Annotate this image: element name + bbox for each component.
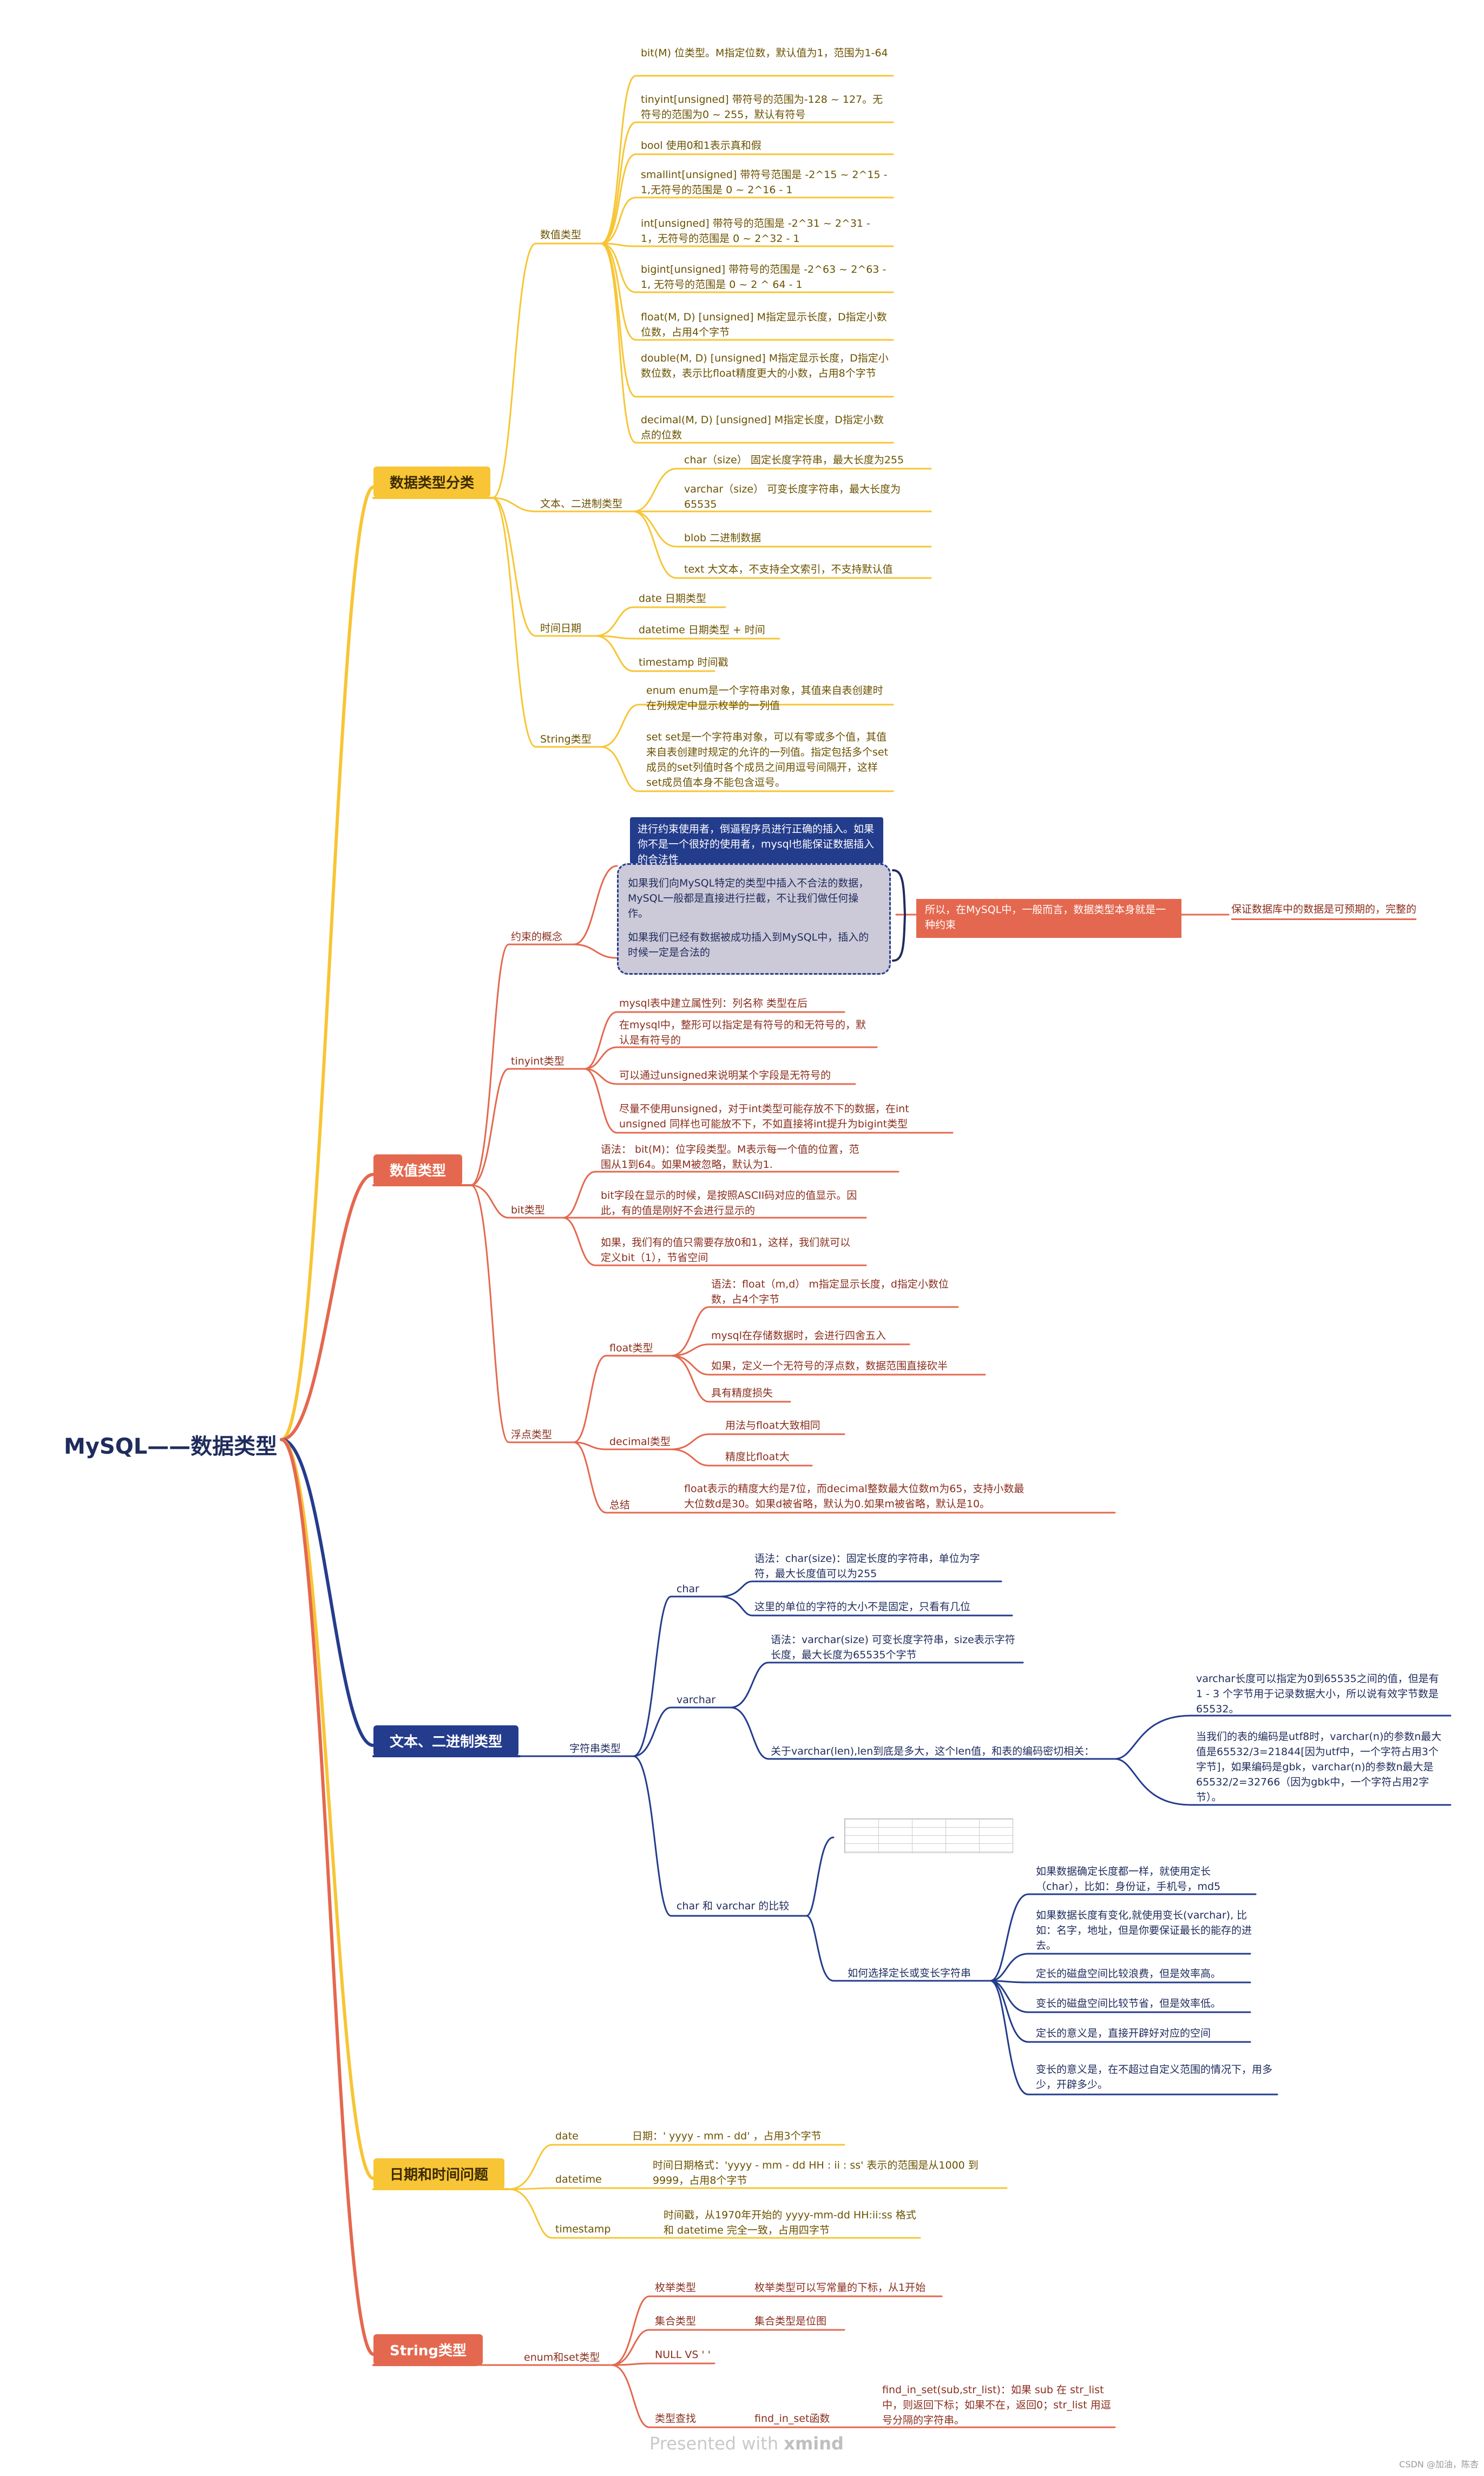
branch-compare[interactable]: char 和 varchar 的比较 [677,1900,790,1912]
branch-constraint[interactable]: 约束的概念 [511,931,563,943]
leaf-double[interactable]: double(M, D) [unsigned] M指定显示长度，D指定小数位数，… [641,352,889,379]
leaf-char[interactable]: char（size） 固定长度字符串，最大长度为255 [684,454,904,466]
find-fn[interactable]: find_in_set函数 [754,2413,830,2425]
leaf-varchar[interactable]: varchar（size） 可变长度字符串，最大长度为65535 [684,483,901,510]
watermark-text: Presented with [649,2433,779,2454]
branch-datetime[interactable]: datetime [555,2173,602,2185]
choose-leaf-3[interactable]: 定长的磁盘空间比较浪费，但是效率高。 [1036,1968,1222,1980]
branch-summary[interactable]: 总结 [609,1499,631,1511]
branch-find[interactable]: 类型查找 [655,2413,697,2425]
decimal-leaf-1[interactable]: 用法与float大致相同 [725,1420,820,1431]
leaf-bool[interactable]: bool 使用0和1表示真和假 [641,140,761,152]
constraint-dashed-box [617,863,891,975]
varchar-relation[interactable]: 关于varchar(len),len到底是多大，这个len值，和表的编码密切相关… [771,1745,1095,1757]
branch-tinyint[interactable]: tinyint类型 [511,1055,564,1067]
date-desc[interactable]: 日期：' yyyy - mm - dd' ，占用3个字节 [632,2130,822,2142]
branch-string-types[interactable]: String类型 [540,733,592,745]
branch-varchar[interactable]: varchar [677,1694,716,1706]
branch-set[interactable]: 集合类型 [655,2315,697,2327]
bit-leaf-2[interactable]: bit字段在显示的时候，是按照ASCII码对应的值显示。因此，有的值是刚好不会进… [601,1190,857,1217]
branch-choose[interactable]: 如何选择定长或变长字符串 [848,1967,971,1979]
leaf-datetime[interactable]: datetime 日期类型 + 时间 [639,624,765,636]
decimal-leaf-2[interactable]: 精度比float大 [725,1451,790,1463]
timestamp-desc[interactable]: 时间戳，从1970年开始的 yyyy-mm-dd HH:ii:ss 格式和 da… [664,2209,916,2236]
float-leaf-1[interactable]: 语法：float（m,d） m指定显示长度，d指定小数位数，占4个字节 [711,1278,949,1305]
branch-numeric-types[interactable]: 数值类型 [540,229,582,241]
char-leaf-1[interactable]: 语法：char(size)：固定长度的字符串，单位为字符，最大长度值可以为255 [754,1553,980,1580]
leaf-date[interactable]: date 日期类型 [639,593,706,605]
branch-bit[interactable]: bit类型 [511,1204,545,1216]
bit-leaf-3[interactable]: 如果，我们有的值只需要存放0和1，这样，我们就可以定义bit（1），节省空间 [601,1237,851,1264]
constraint-far[interactable]: 保证数据库中的数据是可预期的，完整的 [1231,902,1417,920]
branch-float-point[interactable]: 浮点类型 [511,1429,553,1441]
char-leaf-2[interactable]: 这里的单位的字符的大小不是固定，只看有几位 [754,1601,971,1613]
branch-null[interactable]: NULL VS ' ' [655,2349,711,2361]
enum-desc[interactable]: 枚举类型可以写常量的下标，从1开始 [754,2282,926,2294]
leaf-bigint[interactable]: bigint[unsigned] 带符号的范围是 -2^63 ~ 2^63 - … [641,264,887,291]
tinyint-leaf-1[interactable]: mysql表中建立属性列：列名称 类型在后 [619,997,808,1009]
varchar-syntax[interactable]: 语法：varchar(size) 可变长度字符串，size表示字符长度，最大长度… [771,1634,1015,1661]
float-leaf-2[interactable]: mysql在存储数据时，会进行四舍五入 [711,1330,886,1342]
set-desc[interactable]: 集合类型是位图 [754,2315,827,2327]
summary-text[interactable]: float表示的精度大约是7位，而decimal整数最大位数m为65，支持小数最… [684,1483,1025,1510]
leaf-set[interactable]: set set是一个字符串对象，可以有零或多个值，其值来自表创建时规定的允许的一… [646,731,889,789]
branch-char[interactable]: char [677,1583,699,1595]
constraint-box-text-1[interactable]: 如果我们向MySQL特定的类型中插入不合法的数据，MySQL一般都是直接进行拦截… [628,877,869,920]
varchar-rel-leaf-1[interactable]: varchar长度可以指定为0到65535之间的值，但是有1 - 3 个字节用于… [1196,1673,1439,1715]
branch-enum-set[interactable]: enum和set类型 [524,2352,600,2363]
varchar-rel-leaf-2[interactable]: 当我们的表的编码是utf8时，varchar(n)的参数n最大值是65532/3… [1196,1731,1442,1803]
bit-leaf-1[interactable]: 语法： bit(M)：位字段类型。M表示每一个值的位置，范围从1到64。如果M被… [601,1144,859,1171]
tinyint-leaf-4[interactable]: 尽量不使用unsigned，对于int类型可能存放不下的数据，在int unsi… [619,1103,909,1130]
float-leaf-3[interactable]: 如果，定义一个无符号的浮点数，数据范围直接砍半 [711,1360,948,1372]
topic-classification[interactable]: 数据类型分类 [373,467,491,497]
branch-string-type[interactable]: 字符串类型 [569,1743,621,1755]
find-desc[interactable]: find_in_set(sub,str_list)：如果 sub 在 str_l… [882,2384,1111,2426]
branch-timestamp[interactable]: timestamp [555,2223,611,2235]
leaf-enum[interactable]: enum enum是一个字符串对象，其值来自表创建时在列规定中显示枚举的一列值 [646,685,883,712]
branch-decimal[interactable]: decimal类型 [609,1436,671,1448]
branch-date-types[interactable]: 时间日期 [540,622,582,634]
xmind-watermark: Presented with xmind [649,2433,844,2454]
branch-date[interactable]: date [555,2130,579,2142]
choose-leaf-2[interactable]: 如果数据长度有变化,就使用变长(varchar), 比如：名字，地址，但是你要保… [1036,1909,1252,1952]
constraint-callout[interactable]: 进行约束使用者，倒逼程序员进行正确的插入。如果你不是一个很好的使用者，mysql… [630,817,883,864]
choose-leaf-5[interactable]: 定长的意义是，直接开辟好对应的空间 [1036,2027,1211,2039]
tinyint-leaf-3[interactable]: 可以通过unsigned来说明某个字段是无符号的 [619,1069,831,1081]
leaf-smallint[interactable]: smallint[unsigned] 带符号范围是 -2^15 ~ 2^15 -… [641,169,888,196]
watermark-brand: xmind [784,2433,844,2454]
leaf-text[interactable]: text 大文本，不支持全文索引，不支持默认值 [684,563,893,575]
branch-enum[interactable]: 枚举类型 [655,2282,697,2294]
datetime-desc[interactable]: 时间日期格式：'yyyy - mm - dd HH : ii : ss' 表示的… [653,2159,979,2186]
constraint-summary[interactable]: 所以，在MySQL中，一般而言，数据类型本身就是一种约束 [916,899,1181,938]
choose-leaf-6[interactable]: 变长的意义是，在不超过自定义范围的情况下，用多少，开辟多少。 [1036,2064,1273,2091]
tinyint-leaf-2[interactable]: 在mysql中，整形可以指定是有符号的和无符号的，默认是有符号的 [619,1019,866,1046]
float-leaf-4[interactable]: 具有精度损失 [711,1387,773,1399]
choose-leaf-4[interactable]: 变长的磁盘空间比较节省，但是效率低。 [1036,1998,1222,2009]
topic-string[interactable]: String类型 [373,2334,483,2365]
root-topic[interactable]: MySQL——数据类型 [64,1434,278,1459]
topic-numeric[interactable]: 数值类型 [373,1154,463,1185]
constraint-brace [892,869,907,962]
topic-text-binary[interactable]: 文本、二进制类型 [373,1725,519,1756]
topic-datetime[interactable]: 日期和时间问题 [373,2158,505,2189]
choose-leaf-1[interactable]: 如果数据确定长度都一样，就使用定长（char），比如：身份证，手机号，md5 [1036,1866,1221,1893]
leaf-float[interactable]: float(M, D) [unsigned] M指定显示长度，D指定小数位数，占… [641,311,887,338]
branch-float[interactable]: float类型 [609,1342,653,1354]
branch-text-types[interactable]: 文本、二进制类型 [540,498,623,510]
leaf-bit[interactable]: bit(M) 位类型。M指定位数，默认值为1，范围为1-64 [641,47,888,59]
leaf-tinyint[interactable]: tinyint[unsigned] 带符号的范围为-128 ~ 127。无符号的… [641,94,883,121]
leaf-decimal[interactable]: decimal(M, D) [unsigned] M指定长度，D指定小数点的位数 [641,414,884,441]
comparison-table-image [844,1818,1013,1853]
leaf-blob[interactable]: blob 二进制数据 [684,532,761,544]
leaf-timestamp[interactable]: timestamp 时间戳 [639,656,728,668]
leaf-int[interactable]: int[unsigned] 带符号的范围是 -2^31 ~ 2^31 - 1，无… [641,218,870,245]
author-credit: CSDN @加油，陈杏 [1399,2459,1479,2470]
constraint-box-text-2[interactable]: 如果我们已经有数据被成功插入到MySQL中，插入的时候一定是合法的 [628,931,869,958]
